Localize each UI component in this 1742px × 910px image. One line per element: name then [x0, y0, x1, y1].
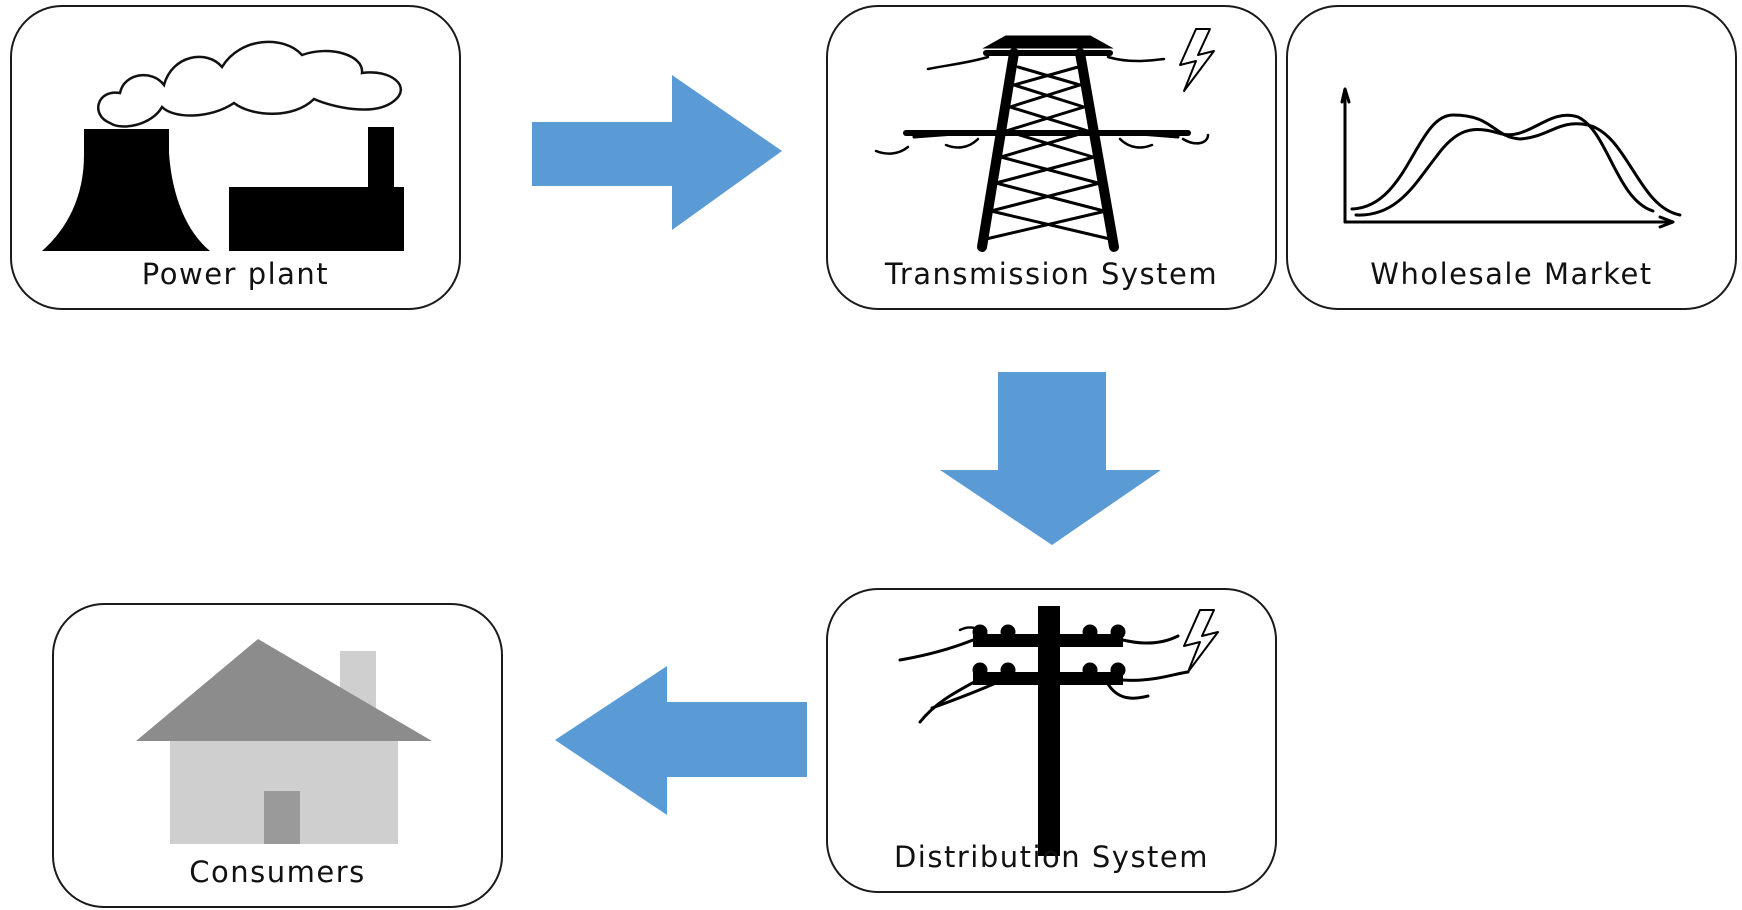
arrow-left: [555, 666, 807, 815]
transmission-system-node: Transmission System: [826, 5, 1277, 310]
wholesale-market-node: Wholesale Market: [1286, 5, 1737, 310]
arrow-down: [940, 372, 1161, 545]
transmission-tower-icon: [874, 28, 1215, 252]
distribution-system-label: Distribution System: [893, 840, 1210, 874]
house-icon: [136, 639, 432, 844]
consumers-node: Consumers: [52, 603, 503, 908]
wholesale-market-label: Wholesale Market: [1370, 257, 1653, 291]
power-plant-label: Power plant: [141, 257, 330, 291]
transmission-system-label: Transmission System: [884, 257, 1219, 291]
power-plant-node: Power plant: [10, 5, 461, 310]
distribution-system-node: Distribution System: [826, 588, 1277, 893]
arrow-right: [532, 75, 782, 230]
supply-demand-curves-icon: [1340, 87, 1682, 229]
utility-pole-icon: [898, 606, 1219, 856]
consumers-label: Consumers: [189, 855, 366, 889]
power-plant-icon: [42, 40, 404, 251]
